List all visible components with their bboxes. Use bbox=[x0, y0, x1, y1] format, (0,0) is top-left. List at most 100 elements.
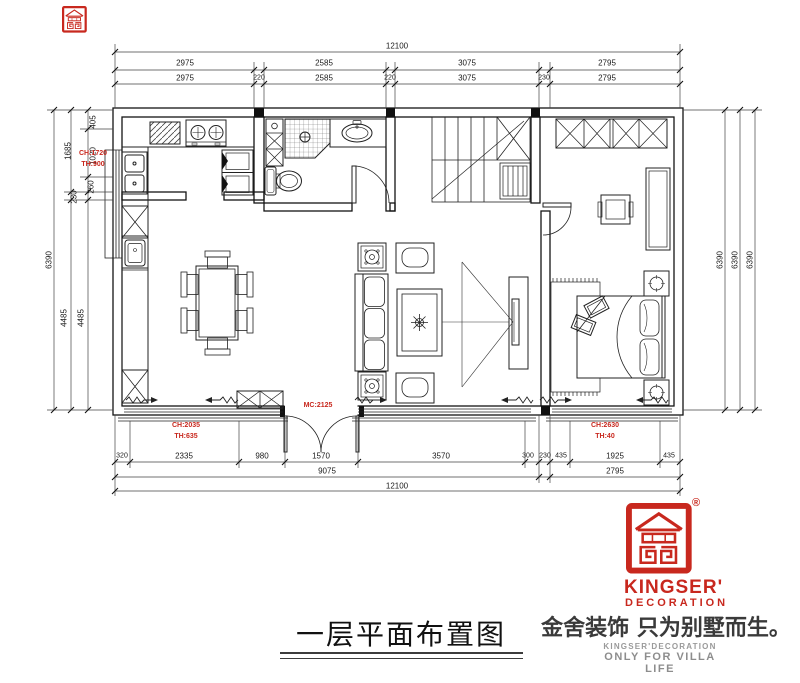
window-spec-line: TH:40 bbox=[595, 432, 615, 440]
dim-label: 2975 bbox=[176, 73, 194, 83]
dimension-ticks bbox=[50, 48, 759, 495]
nightstand bbox=[643, 379, 670, 406]
bed-cushion bbox=[583, 295, 610, 319]
kitchen-cabinet-x bbox=[121, 205, 149, 239]
tv-sightlines bbox=[442, 261, 514, 388]
dim-label: 2335 bbox=[175, 451, 193, 461]
dim-label: 2795 bbox=[598, 58, 616, 68]
kitchen-sink-icon bbox=[121, 151, 148, 195]
dim-label: 6390 bbox=[44, 251, 54, 269]
bedroom-door bbox=[542, 202, 572, 236]
dim-label: 2975 bbox=[176, 58, 194, 68]
dim-label: 1925 bbox=[606, 451, 624, 461]
window-spec-line: TH:900 bbox=[81, 160, 105, 168]
nightstand bbox=[643, 270, 670, 297]
shower-icon bbox=[284, 118, 331, 159]
bed-icon bbox=[570, 295, 666, 379]
dim-label: 1570 bbox=[312, 451, 330, 461]
dim-label: 4485 bbox=[59, 309, 69, 327]
stair-radiator bbox=[499, 162, 531, 200]
window-spec-line: TH:635 bbox=[174, 432, 198, 440]
side-table bbox=[357, 371, 387, 401]
living-room bbox=[354, 242, 529, 404]
stove-icon bbox=[185, 119, 227, 147]
washbasin-icon bbox=[329, 118, 387, 148]
dim-label: 435 bbox=[663, 452, 675, 460]
window-spec-line: CH:2630 bbox=[590, 422, 620, 429]
tall-cabinet bbox=[121, 235, 149, 371]
bed-cushion bbox=[570, 313, 597, 337]
windows bbox=[104, 149, 678, 422]
shoe-cabinet bbox=[236, 390, 284, 409]
dim-label: 3570 bbox=[432, 451, 450, 461]
dining-table bbox=[195, 265, 239, 341]
window-spec-label: CH:1720 TH:900 bbox=[79, 149, 107, 170]
tv-cabinet bbox=[508, 276, 529, 370]
armchair bbox=[395, 372, 435, 404]
dim-label: 3075 bbox=[458, 58, 476, 68]
brand-slogan-cn: 金舍装饰 只为别墅而生。 bbox=[541, 615, 791, 641]
window-spec-label: CH:2035 TH:635 bbox=[172, 421, 200, 442]
dim-label: 2795 bbox=[606, 466, 624, 476]
sofa-icon bbox=[354, 273, 389, 372]
kingser-logo bbox=[629, 506, 689, 571]
brand-footer-en1: KINGSER'DECORATION bbox=[603, 642, 717, 651]
sliding-window-arrows bbox=[125, 396, 669, 404]
coffee-table bbox=[396, 288, 443, 357]
dim-label: 4485 bbox=[76, 309, 86, 327]
dim-label: 980 bbox=[255, 451, 269, 461]
dining-chair bbox=[180, 271, 199, 298]
door-spec-line: MC:2125 bbox=[303, 402, 333, 409]
wardrobe bbox=[555, 118, 668, 149]
dimension-lines bbox=[47, 44, 762, 496]
registered-mark: ® bbox=[692, 497, 701, 509]
brand-subtitle: DECORATION bbox=[625, 597, 729, 609]
kingser-mini-logo bbox=[62, 6, 87, 33]
dining-chair bbox=[204, 337, 231, 356]
fridge-icon bbox=[221, 149, 254, 196]
side-table bbox=[357, 242, 387, 272]
dim-label: 12100 bbox=[385, 41, 409, 51]
bathroom-cabinet bbox=[265, 118, 284, 167]
dim-label: 220 bbox=[253, 74, 265, 82]
dim-label: 6390 bbox=[715, 251, 725, 269]
dim-label: 230 bbox=[539, 452, 551, 460]
dim-label: 3075 bbox=[458, 73, 476, 83]
dim-label: 260 bbox=[86, 180, 96, 194]
desk bbox=[645, 167, 671, 251]
bedroom bbox=[550, 118, 671, 406]
bathroom bbox=[264, 118, 387, 196]
dim-label: 230 bbox=[69, 190, 79, 204]
dining-chair bbox=[180, 307, 199, 334]
dim-label: 320 bbox=[116, 452, 128, 460]
dim-label: 405 bbox=[88, 115, 98, 129]
plant-icon bbox=[411, 314, 428, 331]
desk-chair bbox=[597, 194, 634, 225]
dining-chair bbox=[235, 271, 254, 298]
toilet-icon bbox=[264, 166, 302, 196]
window-spec-label: CH:2630 TH:40 bbox=[591, 421, 619, 442]
title-underline bbox=[280, 652, 523, 659]
dim-label: 2585 bbox=[315, 58, 333, 68]
dim-label: 12100 bbox=[385, 481, 409, 491]
bathroom-door bbox=[351, 165, 390, 204]
kitchen bbox=[121, 119, 254, 269]
storage-cabinet-x bbox=[121, 369, 149, 404]
armchair bbox=[395, 242, 435, 274]
cutting-board bbox=[149, 121, 181, 145]
stairs bbox=[431, 116, 531, 203]
walls bbox=[112, 107, 684, 417]
dining-chair bbox=[204, 250, 231, 269]
brand-footer-en2: ONLY FOR VILLA LIFE bbox=[604, 651, 716, 675]
tv-icon bbox=[511, 298, 520, 346]
utility-sink-icon bbox=[124, 239, 146, 267]
brand-name: KINGSER' bbox=[624, 577, 724, 598]
dim-label: 6390 bbox=[730, 251, 740, 269]
dim-label: 6390 bbox=[745, 251, 755, 269]
dim-label: 230 bbox=[538, 74, 550, 82]
dining-room bbox=[121, 235, 284, 409]
dim-label: 220 bbox=[384, 74, 396, 82]
dim-label: 300 bbox=[522, 452, 534, 460]
